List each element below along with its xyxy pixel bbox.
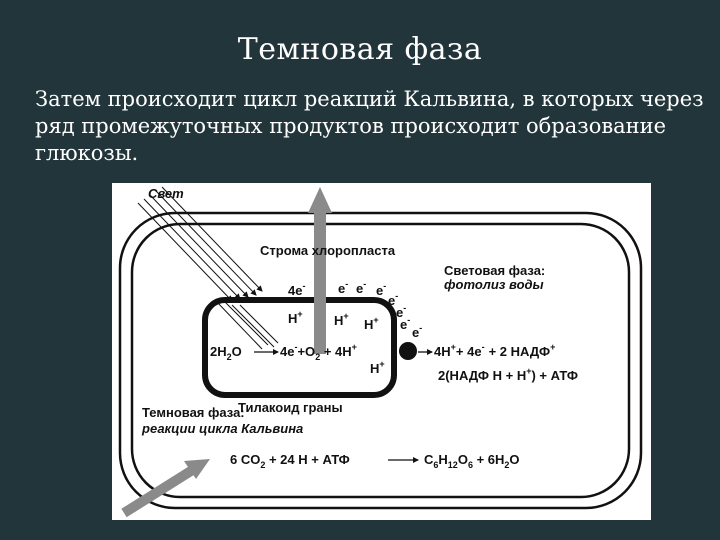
equation-calvin-products: C6H12O6 + 6H2O <box>424 452 520 470</box>
label-stroma: Строма хлоропласта <box>260 243 396 258</box>
equation-calvin-reactants: 6 CO2 + 24 H + АТФ <box>230 452 350 470</box>
electron-2: e- <box>356 279 366 296</box>
electron-4: e- <box>388 291 398 308</box>
electron-6: e- <box>400 315 410 332</box>
electron-5: e- <box>396 303 406 320</box>
thylakoid <box>202 297 397 398</box>
label-4e: 4e- <box>288 281 305 298</box>
label-photolysis: фотолиз воды <box>444 277 544 292</box>
electron-7: e- <box>412 323 422 340</box>
electron-1: e- <box>338 279 348 296</box>
oxygen-release-arrow <box>308 187 332 354</box>
label-light-phase: Световая фаза: <box>444 263 545 278</box>
label-water: 2H2O <box>210 344 242 362</box>
proton-3: H+ <box>364 315 379 332</box>
slide-body-text: Затем происходит цикл реакций Кальвина, … <box>35 87 704 165</box>
electron-3: e- <box>376 281 386 298</box>
label-thylakoid: Тилакоид граны <box>238 400 343 415</box>
equation-nadph-atp: 2(НАДФ Н + Н+) + АТФ <box>438 366 578 383</box>
label-light: Свет <box>148 186 184 201</box>
label-dark-phase: Темновая фаза: <box>142 405 245 420</box>
proton-1: H+ <box>288 309 303 326</box>
light-rays <box>137 186 279 350</box>
proton-2: H+ <box>334 311 349 328</box>
calvin-input-arrow <box>121 459 210 518</box>
slide-title: Темновая фаза <box>237 32 483 67</box>
label-calvin-cycle: реакции цикла Кальвина <box>141 421 303 436</box>
proton-4: H+ <box>370 359 385 376</box>
chloroplast-diagram: Свет Строма хлоропласта Световая фаза: ф… <box>112 183 651 520</box>
electron-path <box>399 342 417 360</box>
equation-nadp-reduction: 4H++ 4e-+ 2 НАДФ+ <box>434 342 555 359</box>
chloroplast-outer-membrane <box>118 211 643 510</box>
equation-photolysis: 4e-+O2 + 4H+ <box>280 342 357 362</box>
chloroplast-inner-membrane <box>130 222 631 499</box>
